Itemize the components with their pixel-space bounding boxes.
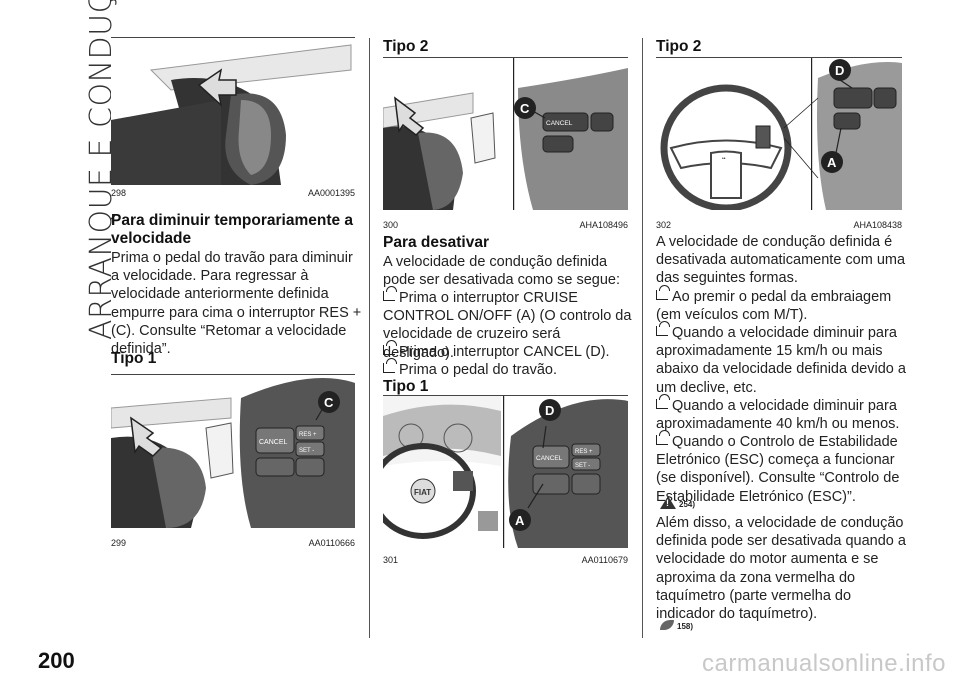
section-side-title: ARRANQUE E CONDUÇÃO: [22, 0, 119, 340]
callout-d: D: [545, 403, 554, 418]
list-item: Quando a velocidade diminuir para aproxi…: [656, 394, 908, 433]
callout-a: A: [515, 513, 525, 528]
list-item: Prima o interruptor CRUISE CONTROL ON/OF…: [383, 286, 635, 362]
list-item-text: Prima o interruptor CANCEL (D).: [399, 344, 610, 360]
callout-a: A: [827, 155, 837, 170]
list-item: Ao premir o pedal da embraiagem (em veíc…: [656, 285, 908, 324]
button-cancel-text: CANCEL: [546, 120, 573, 127]
figure-number: 300: [383, 220, 399, 230]
list-item-text: Prima o interruptor CRUISE CONTROL ON/OF…: [383, 290, 632, 361]
leaf-icon: [660, 620, 674, 630]
callout-d: D: [835, 63, 844, 78]
list-item-text: Prima o pedal do travão.: [399, 362, 557, 378]
button-res-text: RES +: [299, 432, 317, 438]
warning-ref-text: 254): [679, 500, 696, 509]
button-cancel-text: CANCEL: [536, 455, 563, 462]
bullet-icon: [383, 358, 397, 373]
list-item-text: Quando a velocidade diminuir para aproxi…: [656, 325, 906, 396]
bullet-icon: [383, 286, 397, 301]
figure-302: •• D A: [656, 58, 902, 210]
fiat-logo-text: FIAT: [414, 488, 431, 497]
bullet-icon: [656, 394, 670, 409]
button-set-text: SET -: [299, 448, 314, 454]
figure-298: [111, 40, 355, 185]
list-item-text: Quando o Controlo de Estabilidade Eletró…: [656, 434, 900, 505]
paragraph-auto-desativar: A velocidade de condução definida é desa…: [656, 234, 906, 287]
bullet-icon: [383, 340, 397, 355]
heading-desativar: Para desativar: [383, 234, 489, 251]
figure-top-rule: [111, 374, 355, 375]
figure-code: AA0001395: [307, 188, 355, 198]
button-res-text: RES +: [575, 449, 593, 455]
paragraph-diminuir: Prima o pedal do travão para diminuir a …: [111, 250, 362, 358]
env-ref-text: 158): [677, 622, 694, 631]
bullet-icon: [656, 321, 670, 336]
warning-triangle-icon: [660, 496, 676, 509]
bullet-icon: [656, 430, 670, 445]
figure-number: 302: [656, 220, 672, 230]
figure-299: CANCEL RES + SET - C: [111, 378, 355, 528]
environment-reference[interactable]: 158): [660, 620, 693, 631]
page-number: 200: [38, 648, 75, 673]
list-item-text: Ao premir o pedal da embraiagem (em veíc…: [656, 289, 892, 324]
figure-code: AHA108438: [853, 220, 902, 230]
list-item-text: Quando a velocidade diminuir para aproxi…: [656, 398, 900, 433]
figure-code: AA0110666: [308, 538, 355, 548]
callout-c: C: [520, 101, 530, 116]
heading-tipo-2: Tipo 2: [383, 38, 429, 55]
svg-text:••: ••: [722, 156, 726, 162]
list-item: Prima o pedal do travão.: [383, 358, 635, 379]
figure-number: 299: [111, 538, 127, 548]
heading-tipo-1: Tipo 1: [111, 350, 157, 367]
heading-diminuir: Para diminuir temporariamente a velocida…: [111, 212, 354, 247]
warning-reference[interactable]: 254): [660, 496, 695, 509]
button-cancel-text: CANCEL: [259, 439, 288, 446]
figure-code: AA0110679: [581, 555, 628, 565]
column-divider-2: [642, 38, 643, 638]
list-item: Prima o interruptor CANCEL (D).: [383, 340, 635, 361]
figure-top-rule: [383, 395, 628, 396]
column-divider-1: [369, 38, 370, 638]
paragraph-desativar-intro: A velocidade de condução definida pode s…: [383, 254, 620, 289]
figure-number: 298: [111, 188, 127, 198]
figure-number: 301: [383, 555, 399, 565]
paragraph-rpm-desativar: Além disso, a velocidade de condução def…: [656, 515, 906, 623]
figure-top-rule: [383, 57, 628, 58]
list-item: Quando a velocidade diminuir para aproxi…: [656, 321, 908, 397]
figure-top-rule: [656, 57, 902, 58]
watermark: carmanualsonline.info: [702, 650, 946, 677]
list-item: Quando o Controlo de Estabilidade Eletró…: [656, 430, 908, 506]
heading-tipo-2: Tipo 2: [656, 38, 702, 55]
bullet-icon: [656, 285, 670, 300]
callout-c: C: [324, 395, 334, 410]
figure-code: AHA108496: [579, 220, 628, 230]
figure-301: FIAT CANCEL RES + SET - D A: [383, 396, 628, 548]
button-set-text: SET -: [575, 463, 590, 469]
heading-tipo-1: Tipo 1: [383, 378, 429, 395]
figure-top-rule: [111, 37, 355, 38]
figure-300: CANCEL C: [383, 58, 628, 210]
